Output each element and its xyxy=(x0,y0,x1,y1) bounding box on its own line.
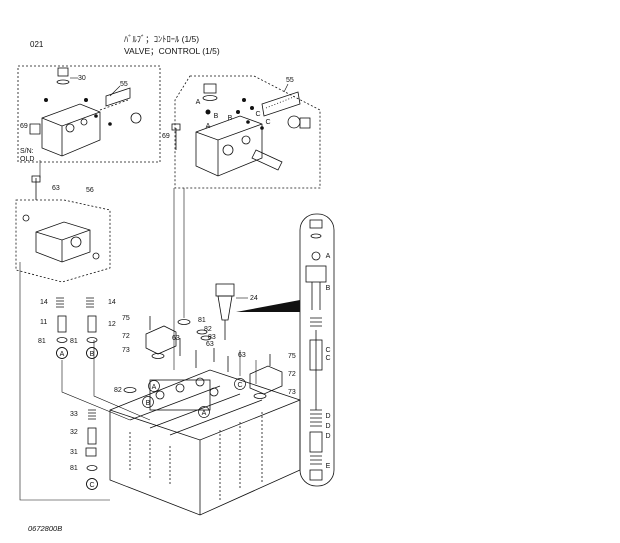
callout-63-mid: 63 xyxy=(172,335,180,342)
drawing-id: 0672800B xyxy=(28,524,63,533)
callout-55-old: 55 xyxy=(120,81,128,88)
ref-letter-d-column-2: D xyxy=(325,423,330,430)
inset-old-valve-block xyxy=(29,67,142,157)
cover-72-right xyxy=(249,365,283,395)
callout-81-mid: 81 xyxy=(70,338,78,345)
callout-83: 83 xyxy=(208,334,216,341)
callout-82-left: 82 xyxy=(114,387,122,394)
callout-30: 30 xyxy=(78,75,86,82)
callout-31: 31 xyxy=(70,449,78,456)
ref-letter-a-column: A xyxy=(326,253,331,260)
callout-63-far: 63 xyxy=(238,352,246,359)
inset-o-ring xyxy=(44,98,48,102)
guide-lines xyxy=(39,160,185,421)
ref-letter-a-55: A xyxy=(196,99,201,106)
callout-69: 69 xyxy=(162,133,170,140)
ref-letter-a-55-2: A xyxy=(206,123,211,130)
old-serial-inset-frame xyxy=(17,65,161,163)
control-valve-body xyxy=(109,369,301,516)
callout-33: 33 xyxy=(70,411,78,418)
page-number: 021 xyxy=(30,40,44,49)
serial-note-value: OLD xyxy=(20,156,35,163)
ref-letter-d-column-3: D xyxy=(325,433,330,440)
callout-55: 55 xyxy=(286,77,294,84)
page-title-english: VALVE；CONTROL (1/5) xyxy=(124,46,220,56)
callout-72-right: 72 xyxy=(288,371,296,378)
ref-letter-a-left: A xyxy=(60,351,65,358)
left-column-plugs-and-springs xyxy=(56,297,98,490)
ref-letter-e-column: E xyxy=(326,463,331,470)
ref-letter-b-left: B xyxy=(90,351,95,358)
o-ring xyxy=(236,110,240,114)
ref-letter-b-55-2: B xyxy=(228,115,233,122)
ref-letter-a-body: A xyxy=(152,384,157,391)
page-title-japanese: ﾊﾞﾙﾌﾞ；ｺﾝﾄﾛｰﾙ (1/5) xyxy=(124,34,200,44)
detail-pointer xyxy=(236,300,300,312)
callout-81-low: 81 xyxy=(70,465,78,472)
valve-assembly-frame-55 xyxy=(174,75,321,189)
o-ring xyxy=(205,109,211,115)
inset-o-ring xyxy=(108,122,112,126)
o-ring xyxy=(246,120,250,124)
callout-14-left: 14 xyxy=(40,299,48,306)
callout-81-left: 81 xyxy=(38,338,46,345)
callout-69-old: 69 xyxy=(20,123,28,130)
ref-letter-b-column: B xyxy=(326,285,331,292)
callout-56: 56 xyxy=(86,187,94,194)
o-ring xyxy=(242,98,246,102)
callout-24: 24 xyxy=(250,295,258,302)
ref-letter-b-55: B xyxy=(214,113,219,120)
ref-letter-c-55-2: C xyxy=(265,119,270,126)
callout-73-right: 73 xyxy=(288,389,296,396)
callout-14-right: 14 xyxy=(108,299,116,306)
exploded-spool-parts xyxy=(305,219,327,481)
inset-o-ring xyxy=(84,98,88,102)
serial-note: S/N:OLD xyxy=(20,148,34,164)
callout-75-left: 75 xyxy=(122,315,130,322)
valve-assembly-frame-56 xyxy=(15,199,111,283)
valve-assembly-55-parts xyxy=(171,83,311,177)
callout-81-right: 81 xyxy=(198,317,206,324)
bolts-63 xyxy=(179,338,229,372)
callout-82-top: 82 xyxy=(204,326,212,333)
callout-75-right: 75 xyxy=(288,353,296,360)
spool-24 xyxy=(215,283,235,340)
callout-11: 11 xyxy=(40,319,47,326)
ref-letter-b-body: B xyxy=(146,400,151,407)
serial-note-label: S/N: xyxy=(20,148,34,155)
callout-73-left: 73 xyxy=(122,347,130,354)
callout-63-right: 63 xyxy=(206,341,214,348)
o-ring xyxy=(260,126,264,130)
valve-assembly-56-parts xyxy=(22,175,100,263)
ref-letter-a-body-2: A xyxy=(202,410,207,417)
ref-letter-c-left: C xyxy=(89,482,94,489)
exploded-spool-column-frame xyxy=(299,213,335,487)
callout-12: 12 xyxy=(108,321,116,328)
cover-72-left xyxy=(145,325,177,355)
ref-letter-c-column-2: C xyxy=(325,355,330,362)
o-ring xyxy=(250,106,254,110)
inset-o-ring xyxy=(94,114,98,118)
callout-32: 32 xyxy=(70,429,78,436)
callout-63-top: 63 xyxy=(52,185,60,192)
callout-72-left: 72 xyxy=(122,333,130,340)
ref-letter-c-column: C xyxy=(325,347,330,354)
ref-letter-c-55: C xyxy=(255,111,260,118)
ref-letter-d-column: D xyxy=(325,413,330,420)
ref-letter-c-body: C xyxy=(237,382,242,389)
